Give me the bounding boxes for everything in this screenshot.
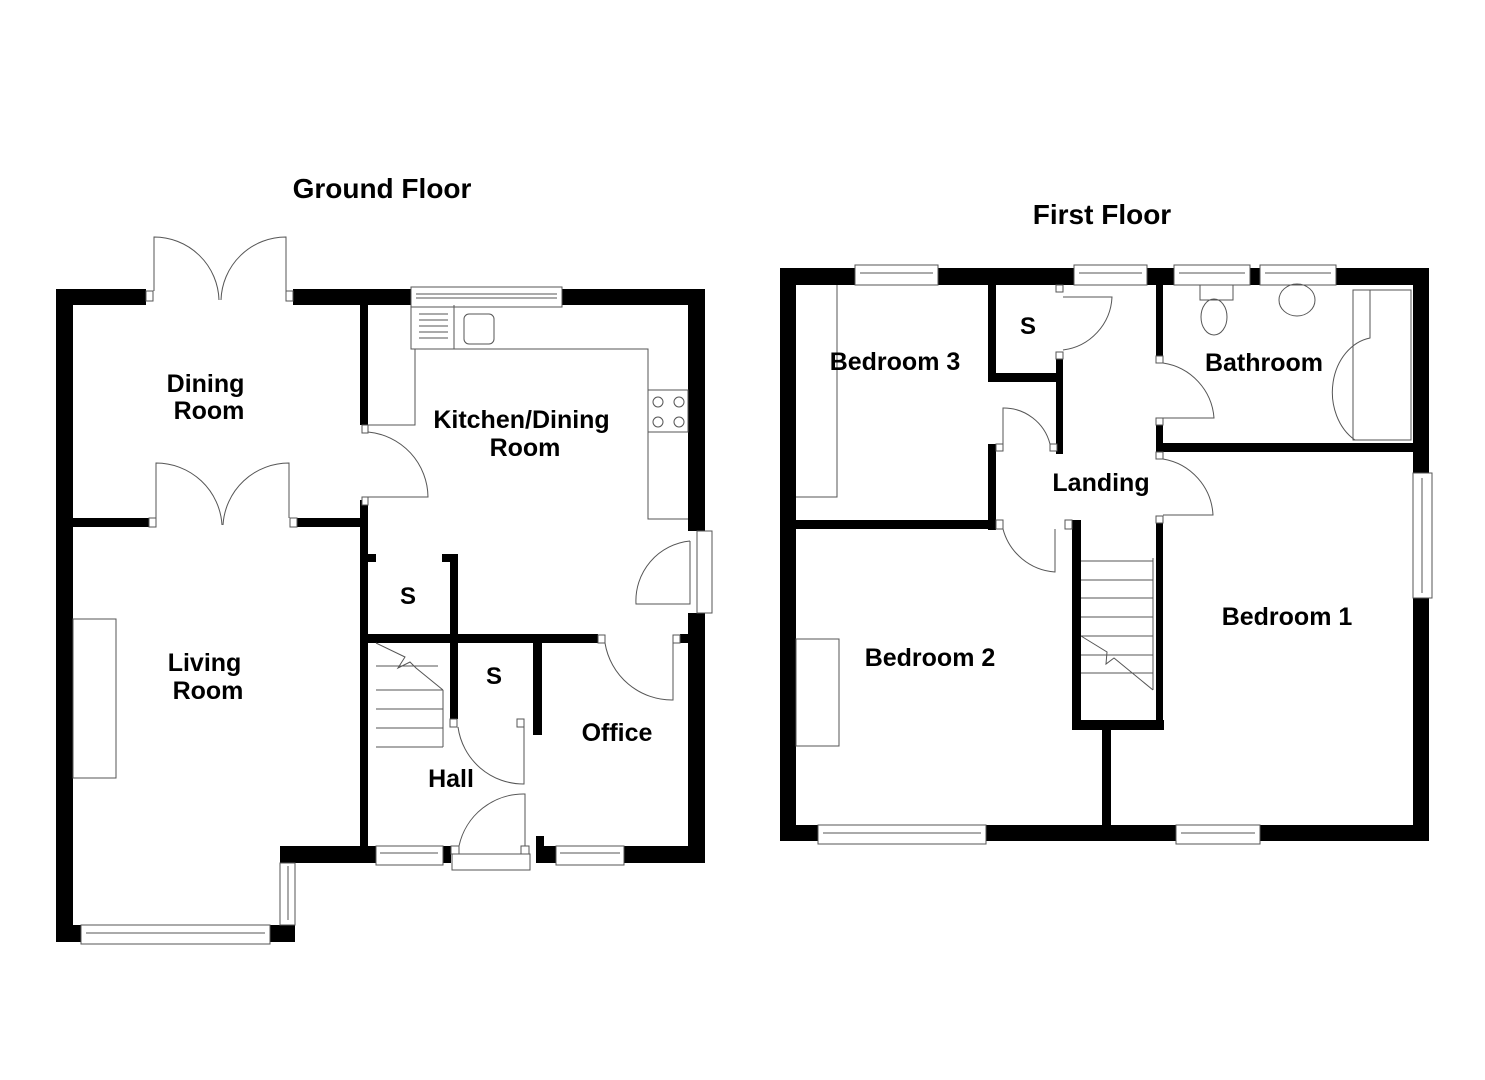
room-label-dining-room: Dining Room <box>167 370 252 425</box>
ground-floor-stairs <box>375 642 444 748</box>
first-floor-walls <box>780 268 1429 841</box>
ground-floor-walls <box>56 289 705 942</box>
first-floor-title: First Floor <box>1033 199 1172 230</box>
room-label-bedroom-3: Bedroom 3 <box>830 348 961 376</box>
room-label-living-room: Living Room <box>168 649 249 705</box>
room-label-landing: Landing <box>1052 469 1149 497</box>
ground-floor-title: Ground Floor <box>293 173 472 204</box>
room-label-storage-1: S <box>400 583 416 610</box>
ground-floor-doors <box>145 236 691 871</box>
ground-floor-windows <box>80 286 713 945</box>
ground-floor: Ground Floor <box>56 173 713 945</box>
room-label-bedroom-2: Bedroom 2 <box>865 644 996 672</box>
first-floor-labels: Bedroom 3 S Bathroom Landing Bedroom 2 B… <box>830 313 1353 672</box>
room-label-storage: S <box>1020 313 1036 340</box>
room-label-kitchen-dining-room: Kitchen/Dining Room <box>433 406 616 462</box>
first-floor-fittings <box>795 283 1412 747</box>
room-label-bedroom-1: Bedroom 1 <box>1222 603 1353 631</box>
kitchen-fittings <box>72 305 689 779</box>
room-label-hall: Hall <box>428 765 474 793</box>
first-floor-windows <box>817 264 1433 845</box>
first-floor-doors <box>995 284 1215 573</box>
room-label-storage-2: S <box>486 663 502 690</box>
first-floor: First Floor <box>780 199 1433 845</box>
first-floor-stairs <box>1080 558 1154 691</box>
room-label-bathroom: Bathroom <box>1205 349 1323 377</box>
ground-floor-labels: Dining Room Kitchen/Dining Room Living R… <box>167 370 653 793</box>
room-label-office: Office <box>582 719 653 747</box>
